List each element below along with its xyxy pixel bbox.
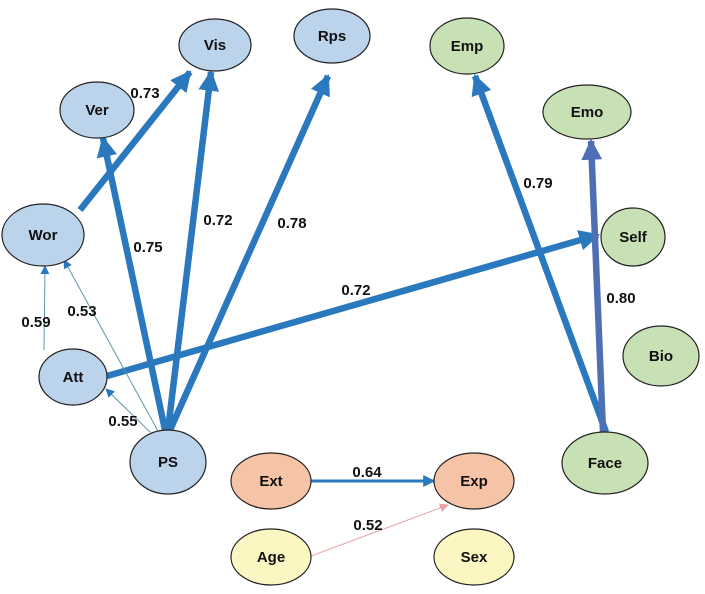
node-shape-ext bbox=[230, 452, 312, 510]
node-label-ext: Ext bbox=[259, 473, 282, 490]
edge-label-wor-vis: 0.73 bbox=[130, 85, 159, 102]
node-shape-att bbox=[38, 348, 108, 406]
node-wor: Wor bbox=[1, 203, 85, 267]
edge-label-face-emp: 0.79 bbox=[523, 175, 552, 192]
edge-face-emp bbox=[471, 74, 610, 434]
node-shape-ps bbox=[129, 429, 207, 495]
node-emp: Emp bbox=[429, 17, 505, 75]
edge-label-ps-att: 0.55 bbox=[108, 413, 137, 430]
node-label-age: Age bbox=[257, 549, 285, 566]
node-att: Att bbox=[38, 348, 108, 406]
edge-ps-rps bbox=[167, 74, 331, 432]
node-face: Face bbox=[561, 431, 649, 495]
node-label-bio: Bio bbox=[649, 348, 673, 365]
node-shape-vis bbox=[178, 18, 252, 72]
node-shape-bio bbox=[622, 325, 700, 387]
edge-att-wor bbox=[40, 265, 50, 351]
node-sex: Sex bbox=[433, 528, 515, 586]
node-shape-ver bbox=[59, 81, 135, 139]
edge-ps-att bbox=[105, 388, 151, 433]
edge-label-age-exp: 0.52 bbox=[353, 517, 382, 534]
edge-label-ps-ver: 0.75 bbox=[133, 239, 162, 256]
node-age: Age bbox=[230, 528, 312, 586]
edge-wor-vis bbox=[77, 69, 193, 213]
node-shape-sex bbox=[433, 528, 515, 586]
edge-labels-layer: 0.73 0.75 0.72 0.78 0.72 0.79 0.80 0.59 0.53 0.55… bbox=[21, 85, 635, 534]
node-label-sex: Sex bbox=[461, 549, 488, 566]
node-label-ps: PS bbox=[158, 454, 178, 471]
edge-label-att-self: 0.72 bbox=[341, 282, 370, 299]
edge-label-att-wor: 0.59 bbox=[21, 314, 50, 331]
node-shape-emp bbox=[429, 17, 505, 75]
node-bio: Bio bbox=[622, 325, 700, 387]
node-shape-exp bbox=[433, 452, 515, 510]
node-shape-rps bbox=[293, 8, 371, 64]
edge-label-ps-vis: 0.72 bbox=[203, 212, 232, 229]
edges-layer bbox=[40, 69, 610, 557]
node-label-emo: Emo bbox=[571, 104, 604, 121]
node-self: Self bbox=[600, 207, 666, 267]
node-ext: Ext bbox=[230, 452, 312, 510]
node-vis: Vis bbox=[178, 18, 252, 72]
node-shape-self bbox=[600, 207, 666, 267]
edge-label-face-emo: 0.80 bbox=[606, 290, 635, 307]
node-label-att: Att bbox=[63, 369, 84, 386]
edge-ps-vis bbox=[164, 69, 220, 431]
node-label-face: Face bbox=[588, 455, 622, 472]
node-shape-emo bbox=[542, 84, 632, 140]
node-label-emp: Emp bbox=[451, 38, 484, 55]
node-label-exp: Exp bbox=[460, 473, 488, 490]
node-ps: PS bbox=[129, 429, 207, 495]
node-shape-wor bbox=[1, 203, 85, 267]
edge-label-ps-rps: 0.78 bbox=[277, 215, 306, 232]
edge-label-ext-exp: 0.64 bbox=[352, 464, 382, 481]
node-shape-face bbox=[561, 431, 649, 495]
edge-ps-wor bbox=[63, 259, 159, 432]
edge-face-emo bbox=[581, 138, 607, 433]
edge-att-self bbox=[106, 230, 600, 380]
node-exp: Exp bbox=[433, 452, 515, 510]
node-rps: Rps bbox=[293, 8, 371, 64]
node-label-wor: Wor bbox=[29, 227, 58, 244]
edge-ps-ver bbox=[96, 135, 169, 431]
node-label-ver: Ver bbox=[85, 102, 109, 119]
edge-label-ps-wor: 0.53 bbox=[67, 303, 96, 320]
node-shape-age bbox=[230, 528, 312, 586]
node-ver: Ver bbox=[59, 81, 135, 139]
node-emo: Emo bbox=[542, 84, 632, 140]
edge-age-exp bbox=[310, 503, 449, 557]
node-label-rps: Rps bbox=[318, 28, 346, 45]
node-label-self: Self bbox=[619, 229, 648, 246]
node-label-vis: Vis bbox=[204, 37, 226, 54]
